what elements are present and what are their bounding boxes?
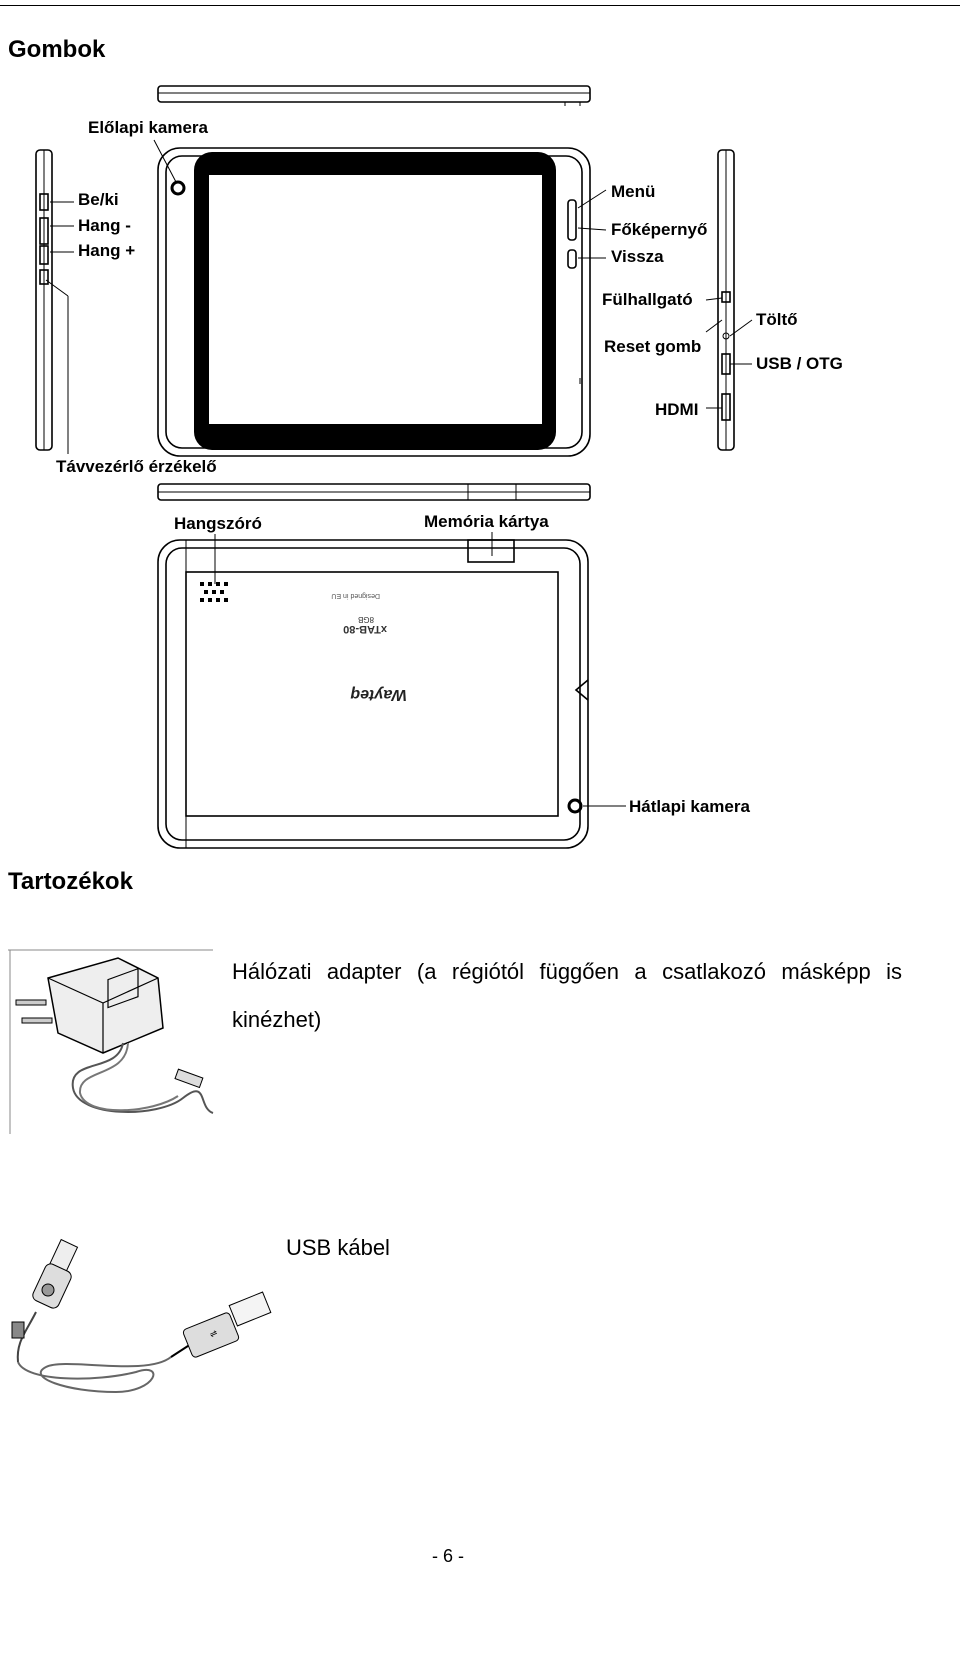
label-volume-down: Hang - [78,216,131,235]
label-volume-up: Hang + [78,241,136,260]
label-speaker: Hangszóró [174,514,262,533]
label-headphone: Fülhallgató [602,290,693,309]
label-home: Főképernyő [611,220,708,239]
label-front-camera: Előlapi kamera [88,118,209,137]
top-rule [0,5,960,6]
label-memory-card: Memória kártya [424,512,549,531]
speaker-grille [200,582,228,602]
svg-text:8GB: 8GB [358,615,374,624]
page-number: - 6 - [432,1546,465,1566]
adapter-caption-line1: Hálózati adapter (a régiótól függően a c… [232,959,902,984]
svg-text:⇌: ⇌ [208,1327,219,1339]
label-remote-sensor: Távvezérlő érzékelő [56,457,217,476]
label-hdmi: HDMI [655,400,699,419]
label-reset: Reset gomb [604,337,702,356]
usb-cable-illustration: ⇌ [11,1238,272,1394]
power-adapter-illustration [8,949,214,1134]
section-title-buttons: Gombok [8,36,106,63]
adapter-caption-line2: kinézhet) [232,1007,322,1032]
section-title-accessories: Tartozékok [8,868,133,895]
svg-text:Wayteq: Wayteq [350,686,407,703]
usb-cable-caption: USB kábel [286,1235,390,1260]
svg-text:Designed in EU: Designed in EU [331,592,380,599]
label-charger: Töltő [756,310,798,329]
label-usb-otg: USB / OTG [756,354,843,373]
label-back: Vissza [611,247,664,266]
adapter-caption: Hálózati adapter (a régiótól függően a c… [232,948,902,1044]
label-menu: Menü [611,182,656,201]
label-rear-camera: Hátlapi kamera [629,797,750,816]
label-power: Be/ki [78,190,119,209]
svg-text:xTAB-80: xTAB-80 [343,623,387,635]
